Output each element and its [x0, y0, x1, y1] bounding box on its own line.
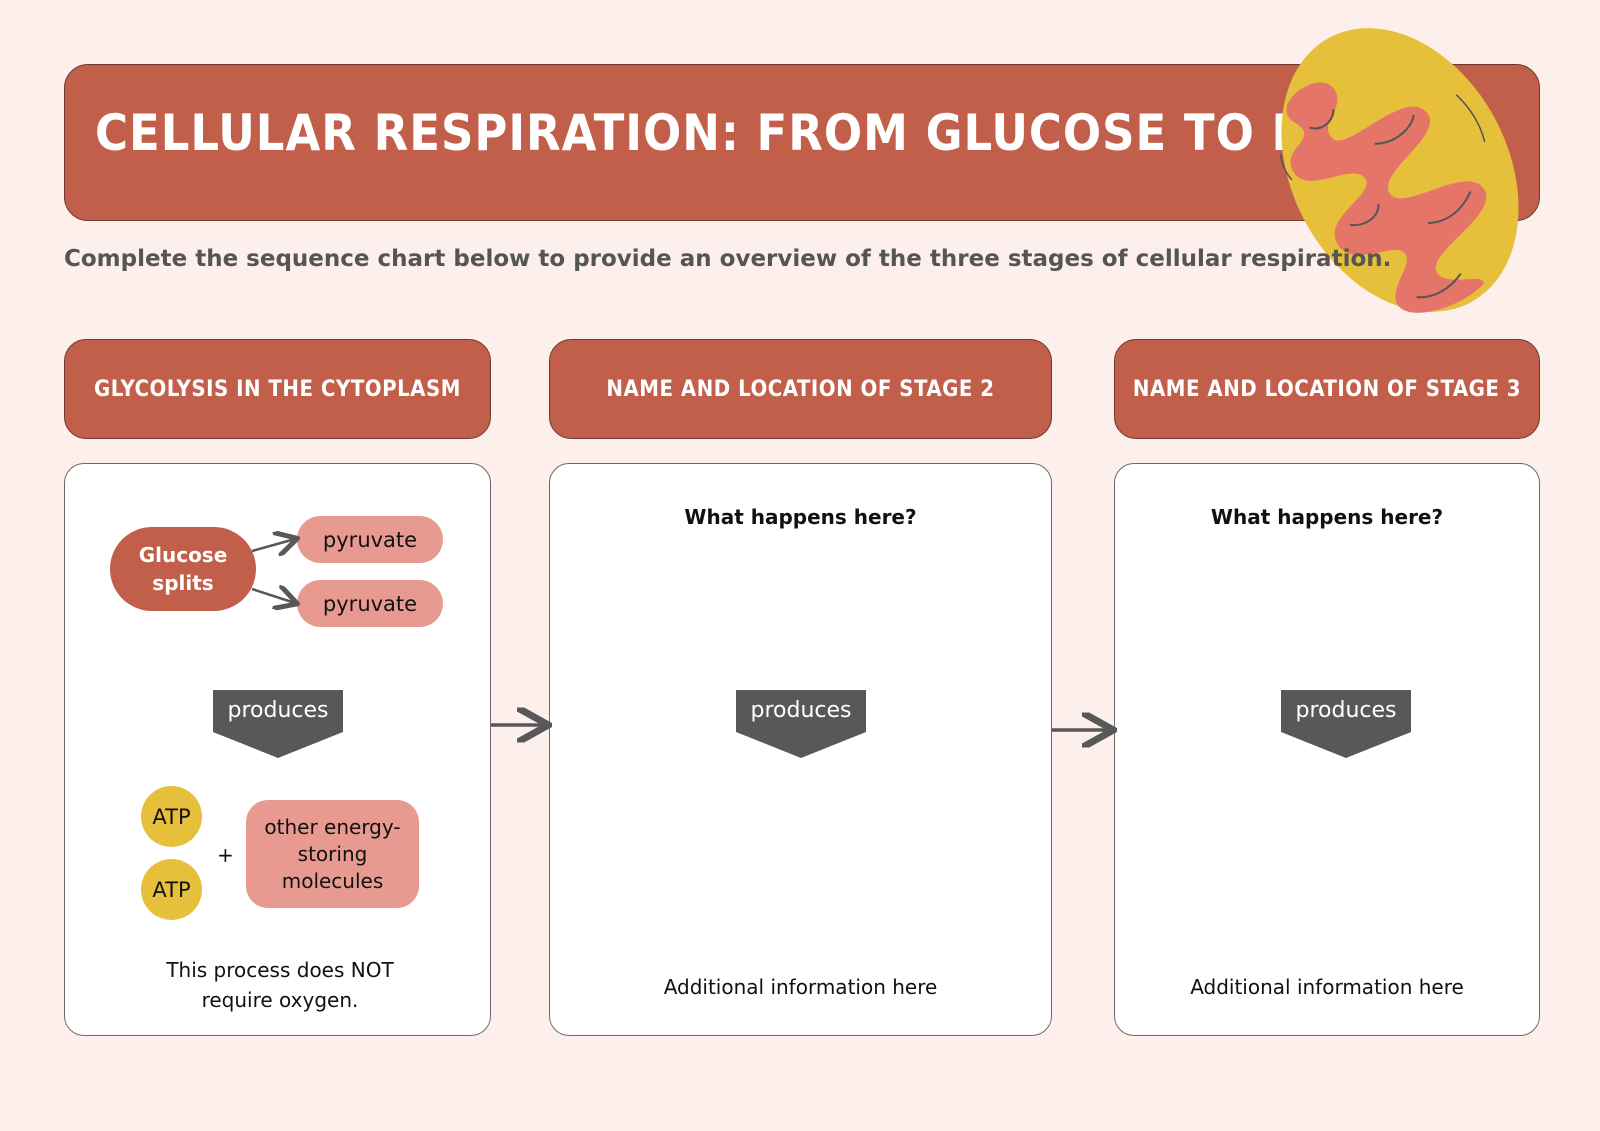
instructions-text: Complete the sequence chart below to pro…: [64, 246, 1392, 272]
stage-1-note: This process does NOT require oxygen.: [166, 958, 394, 1012]
energy-molecules-pill: other energy-storing molecules: [246, 800, 419, 908]
produces-arrow: produces: [1281, 690, 1411, 758]
mitochondrion-icon: [1279, 28, 1519, 313]
produces-arrow: produces: [736, 690, 866, 758]
pyruvate-pill: pyruvate: [297, 580, 443, 627]
stage-2-question: What happens here?: [684, 505, 917, 529]
stage-3-question: What happens here?: [1210, 505, 1444, 529]
produces-arrow: produces: [213, 690, 343, 758]
stage-3-note: Additional information here: [1190, 975, 1464, 999]
atp-circle: ATP: [141, 786, 202, 847]
plus-sign: +: [217, 843, 234, 867]
stage-3-header: NAME AND LOCATION OF STAGE 3: [1114, 339, 1540, 439]
page-title: CELLULAR RESPIRATION: FROM GLUCOSE TO EN…: [95, 104, 1480, 162]
atp-circle: ATP: [141, 859, 202, 920]
glucose-pill: Glucose splits: [110, 527, 256, 611]
pyruvate-pill: pyruvate: [297, 516, 443, 563]
stage-2-header: NAME AND LOCATION OF STAGE 2: [549, 339, 1052, 439]
stage-1-header: GLYCOLYSIS IN THE CYTOPLASM: [64, 339, 491, 439]
stage-2-note: Additional information here: [663, 975, 938, 999]
